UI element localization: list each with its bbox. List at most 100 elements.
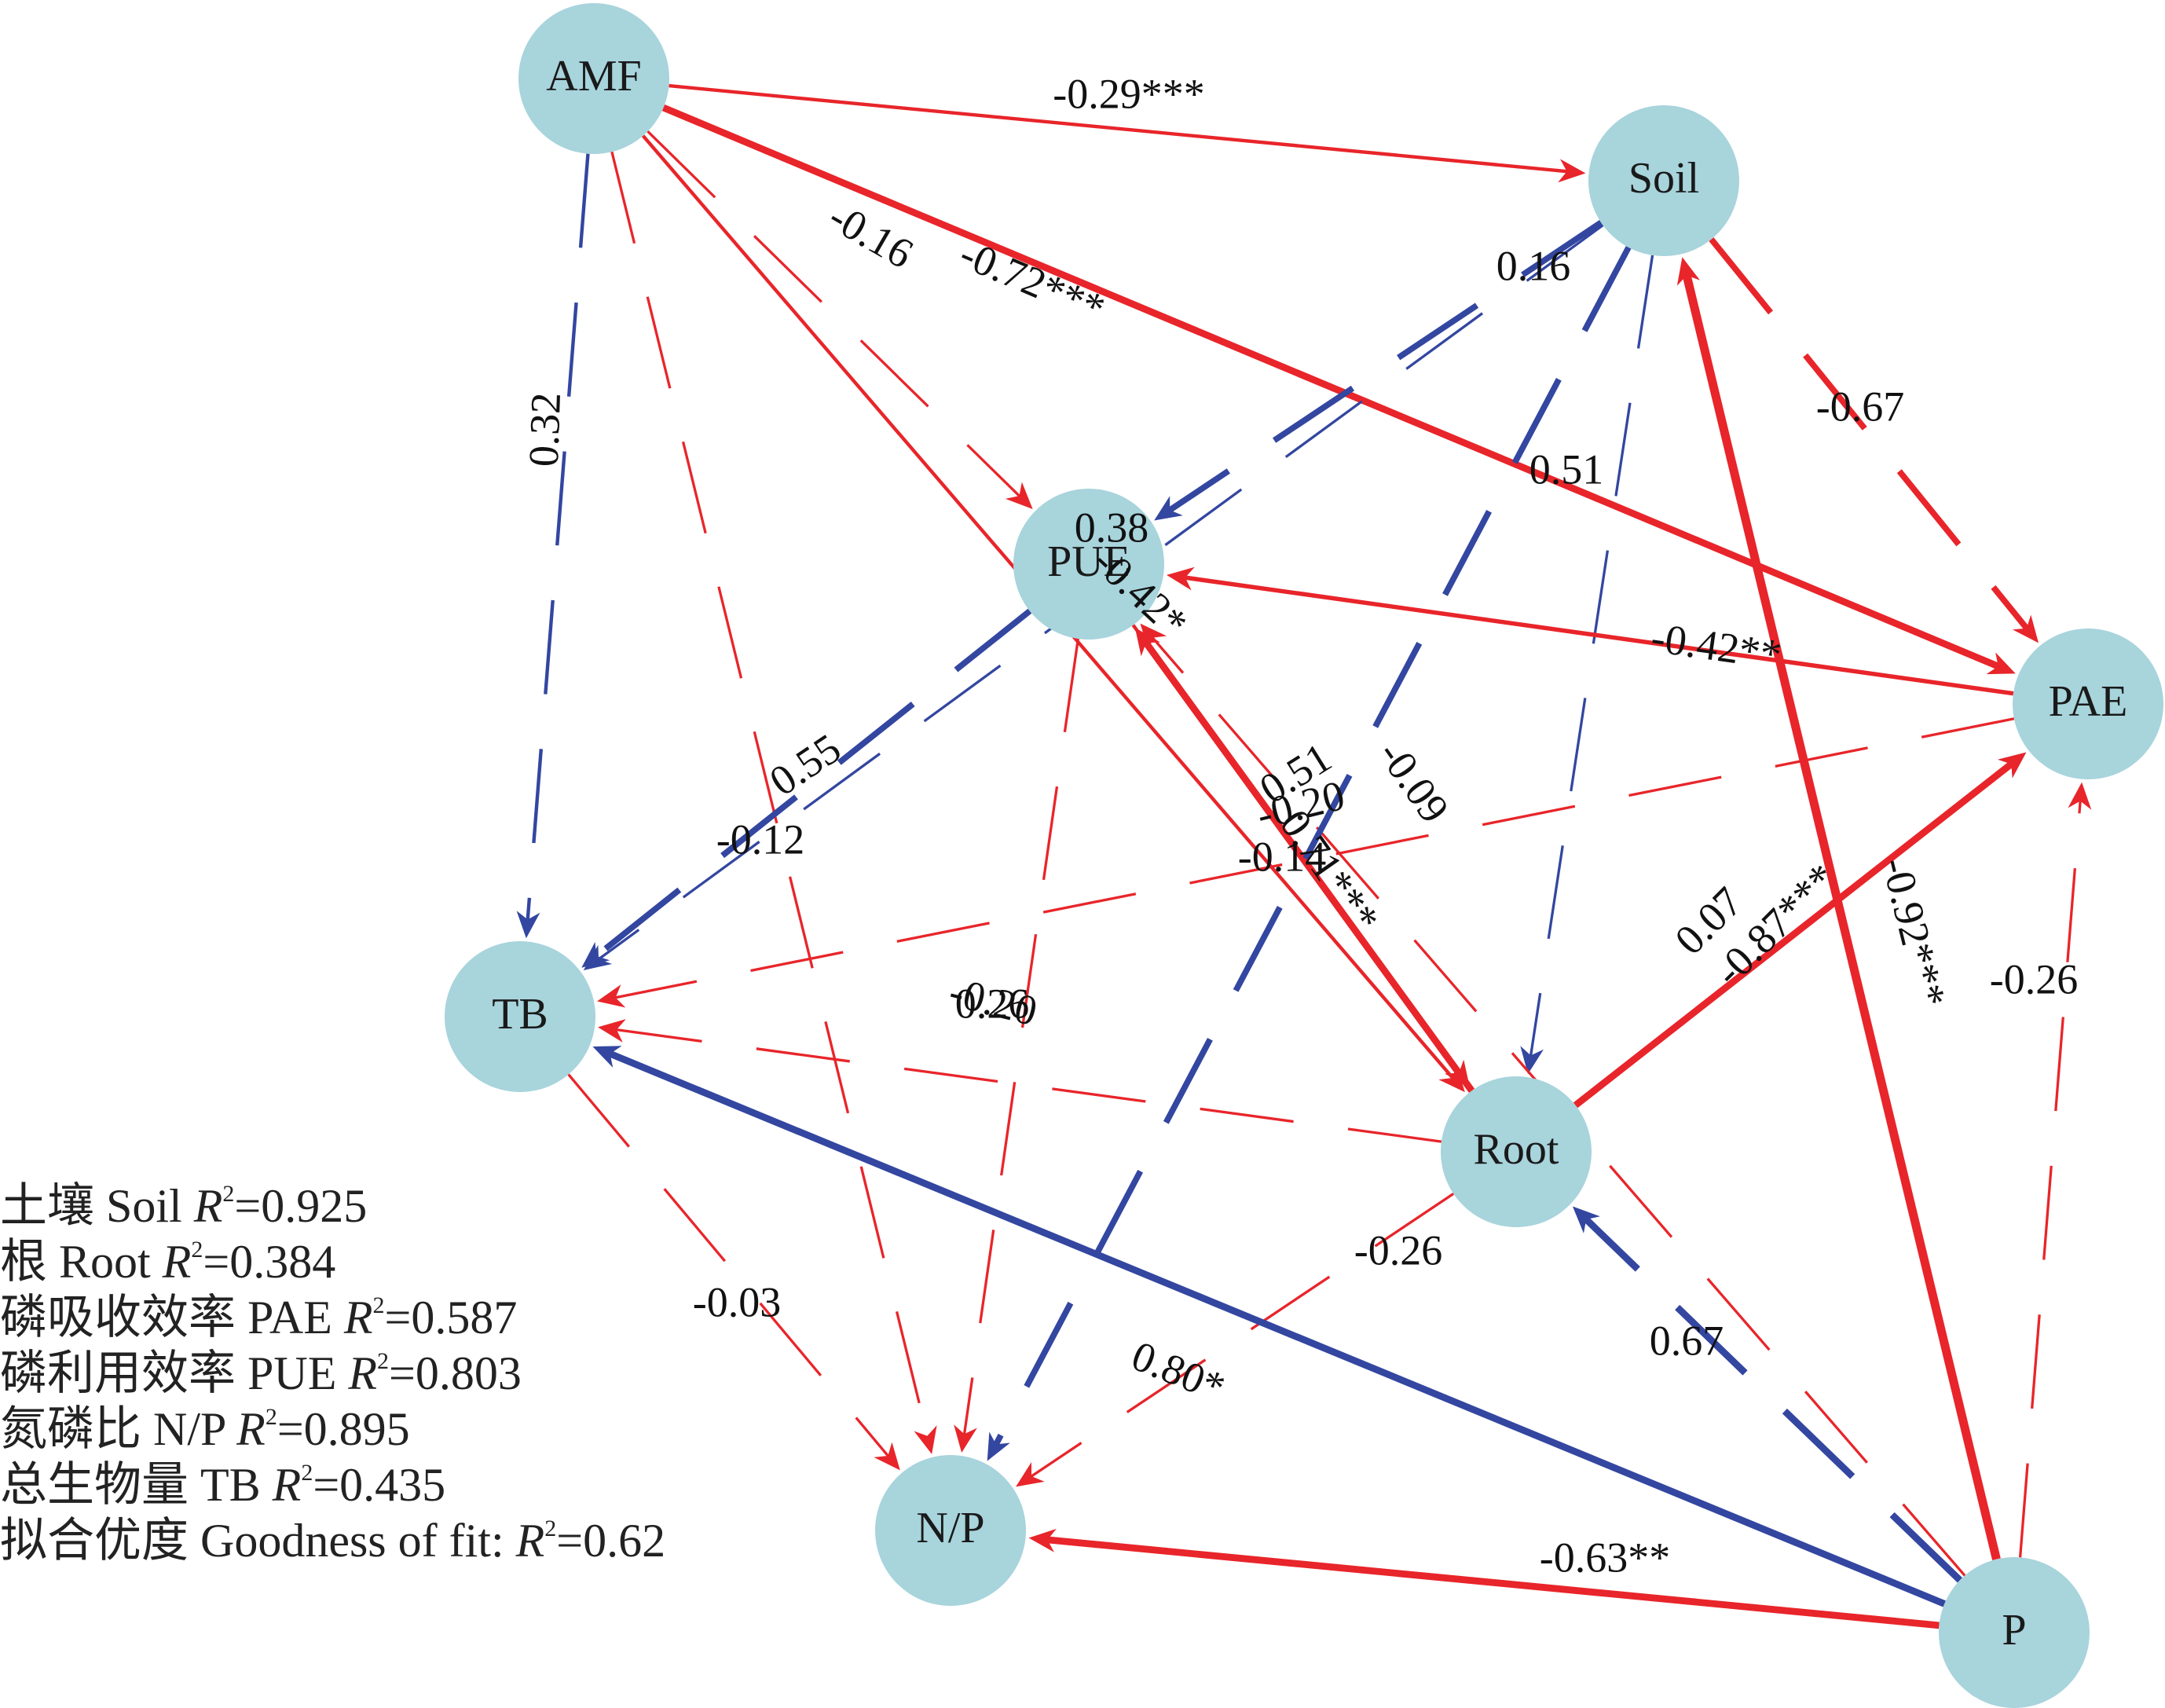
path-amf-to-pae: [661, 104, 2003, 671]
node-circle: [445, 941, 595, 1092]
path-root-to-pue: [1141, 638, 1475, 1093]
node-tb: TB: [445, 941, 595, 1092]
node-pue: PUE: [1013, 489, 1164, 640]
node-label: PAE: [2049, 677, 2128, 726]
node-root: Root: [1441, 1076, 1592, 1227]
coefficient-label: -0.42**: [1648, 614, 1784, 679]
path-root-to-tb: [613, 1028, 1442, 1143]
arrowhead-soil-to-root: [1520, 1046, 1544, 1075]
coefficient-label: 0.38: [1075, 504, 1149, 551]
arrowhead-amf-to-pue: [1005, 482, 1033, 509]
coefficient-label: 0.55: [761, 724, 849, 805]
path-amf-to-np: [610, 151, 929, 1439]
arrowhead-pae-to-tb: [597, 984, 626, 1008]
arrowhead-soil-to-np: [987, 1431, 1010, 1461]
arrowhead-pae-to-pue: [1167, 566, 1195, 591]
coefficient-label: 0.16: [1496, 242, 1571, 289]
coefficient-label: -0.67: [1816, 383, 1904, 430]
arrowhead-root-to-np: [1016, 1461, 1045, 1487]
arrowhead-p-to-root: [1572, 1206, 1600, 1233]
path-soil-to-pue: [1165, 220, 1603, 515]
node-label: TB: [492, 990, 548, 1039]
node-label: PUE: [1047, 537, 1130, 586]
path-soil-to-root: [1529, 255, 1654, 1059]
coefficient-label: -0.72***: [953, 229, 1112, 332]
coefficient-label: -0.29***: [1053, 70, 1204, 117]
node-circle: [1013, 489, 1164, 640]
arrowhead-amf-to-pae: [1986, 652, 2016, 675]
arrowhead-amf-to-np: [914, 1425, 937, 1454]
path-p-to-pae: [2018, 797, 2083, 1558]
coefficient-label: -0.14: [1238, 833, 1326, 880]
path-soil-to-np: [991, 246, 1632, 1449]
node-label: N/P: [916, 1504, 984, 1552]
arrowhead-pue-to-np: [954, 1424, 977, 1453]
arrowhead-soil-to-pue: [1154, 496, 1183, 521]
arrowhead-p-to-soil: [1676, 257, 1701, 286]
legend-row-goodness-of-fit: 拟合优度 Goodness of fit: R2=0.62: [0, 1515, 666, 1567]
coefficient-label: -0.92***: [1873, 853, 1955, 1012]
path-pae-to-tb: [612, 717, 2015, 1000]
coefficient-label: 0.51: [1529, 445, 1604, 493]
node-circle: [1939, 1557, 2090, 1708]
arrowhead-soil-to-pae: [2012, 614, 2039, 643]
arrowhead-amf-to-tb: [516, 911, 540, 939]
path-tb-to-np: [567, 1073, 892, 1460]
arrowhead-amf-to-soil: [1558, 159, 1586, 183]
legend-row-pue: 磷利用效率 PUE R2=0.803: [0, 1347, 522, 1399]
path-pue-to-tb: [592, 608, 1032, 961]
coefficient-label: -0.26: [1990, 955, 2078, 1002]
node-label: Root: [1474, 1125, 1559, 1174]
node-p: P: [1939, 1557, 2090, 1708]
path-pae-to-pue: [1181, 574, 2014, 696]
node-circle: [518, 3, 669, 154]
coefficient-label: -0.03: [693, 1278, 781, 1325]
node-circle: [875, 1455, 1026, 1606]
r-squared-legend: 土壤 Soil R2=0.925 根 Root R2=0.384 磷吸收效率 P…: [0, 1178, 864, 1569]
path-pue-to-np: [962, 638, 1080, 1438]
node-circle: [1588, 105, 1739, 256]
path-p-to-tb: [606, 1049, 1946, 1607]
coefficient-label: -0.26: [1354, 1226, 1442, 1274]
node-label: AMF: [546, 52, 641, 101]
arrowhead-p-to-pue: [1140, 623, 1167, 652]
path-amf-to-pue: [647, 130, 1023, 500]
arrowhead-p-to-tb: [592, 1046, 622, 1068]
path-root-to-np: [1028, 1193, 1455, 1479]
path-soil-to-pae: [1709, 237, 2031, 633]
legend-row-pae: 磷吸收效率 PAE R2=0.587: [0, 1292, 518, 1343]
coefficient-label: -0.09: [1369, 732, 1459, 832]
path-p-to-soil: [1681, 271, 2001, 1560]
coefficient-label: 0.80*: [1126, 1332, 1232, 1411]
path-amf-to-tb: [526, 153, 590, 923]
coefficient-label: 0.32: [520, 392, 570, 468]
node-circle: [1441, 1076, 1592, 1227]
path-root-to-pae: [1573, 759, 2017, 1109]
path-p-to-root: [1581, 1215, 1962, 1583]
coefficient-label: 0.67: [1650, 1317, 1724, 1364]
legend-row-tb: 总生物量 TB R2=0.435: [0, 1459, 446, 1511]
coefficient-label: -0.12: [716, 816, 804, 863]
legend-row-root: 根 Root R2=0.384: [0, 1236, 336, 1288]
arrowhead-p-to-pae: [2068, 782, 2092, 810]
node-amf: AMF: [518, 3, 669, 154]
node-label: Soil: [1628, 154, 1699, 203]
coefficient-label: -0.63**: [1540, 1534, 1670, 1581]
arrowhead-p-to-np: [1028, 1528, 1057, 1552]
arrowhead-root-to-pae: [1998, 752, 2027, 779]
node-circle: [2013, 629, 2163, 779]
path-p-to-np: [1044, 1536, 1940, 1629]
legend-row-np: 氮磷比 N/P R2=0.895: [0, 1403, 410, 1455]
node-pae: PAE: [2013, 629, 2163, 779]
node-np: N/P: [875, 1455, 1026, 1606]
arrowhead-tb-to-np: [874, 1442, 900, 1471]
arrowhead-root-to-tb: [598, 1019, 626, 1043]
node-label: P: [2002, 1606, 2026, 1655]
legend-row-soil: 土壤 Soil R2=0.925: [0, 1180, 368, 1232]
path-amf-to-soil: [669, 83, 1570, 174]
node-soil: Soil: [1588, 105, 1739, 256]
coefficient-label: -0.16: [821, 192, 921, 277]
coefficient-label: 0.26: [955, 980, 1030, 1027]
